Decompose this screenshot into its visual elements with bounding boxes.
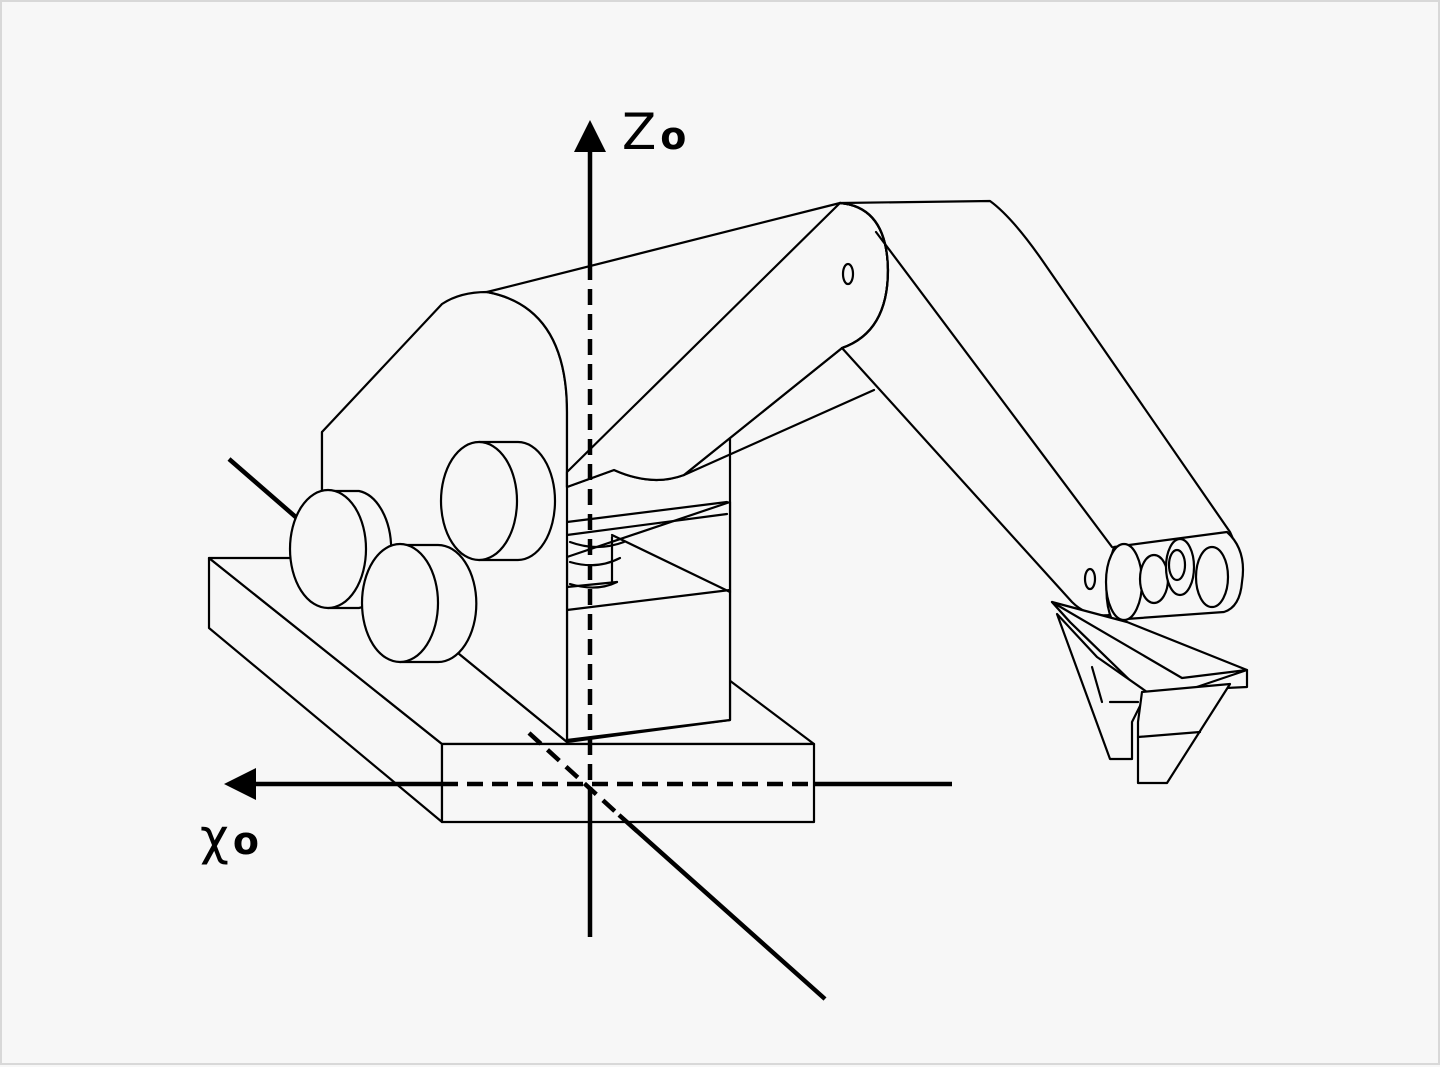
base-joint bbox=[568, 535, 626, 589]
y-axis-hidden bbox=[527, 731, 621, 817]
x-axis-arrowhead bbox=[224, 768, 256, 800]
wrist-joint bbox=[1104, 530, 1245, 622]
y-axis-back bbox=[227, 457, 300, 521]
gripper bbox=[1050, 600, 1249, 785]
coordinate-axes bbox=[224, 120, 952, 1001]
motor-bottom bbox=[360, 542, 478, 664]
motor-top bbox=[439, 440, 557, 562]
z-axis-arrowhead bbox=[574, 120, 606, 152]
forearm bbox=[838, 199, 1241, 617]
y-axis-front bbox=[617, 813, 827, 1001]
